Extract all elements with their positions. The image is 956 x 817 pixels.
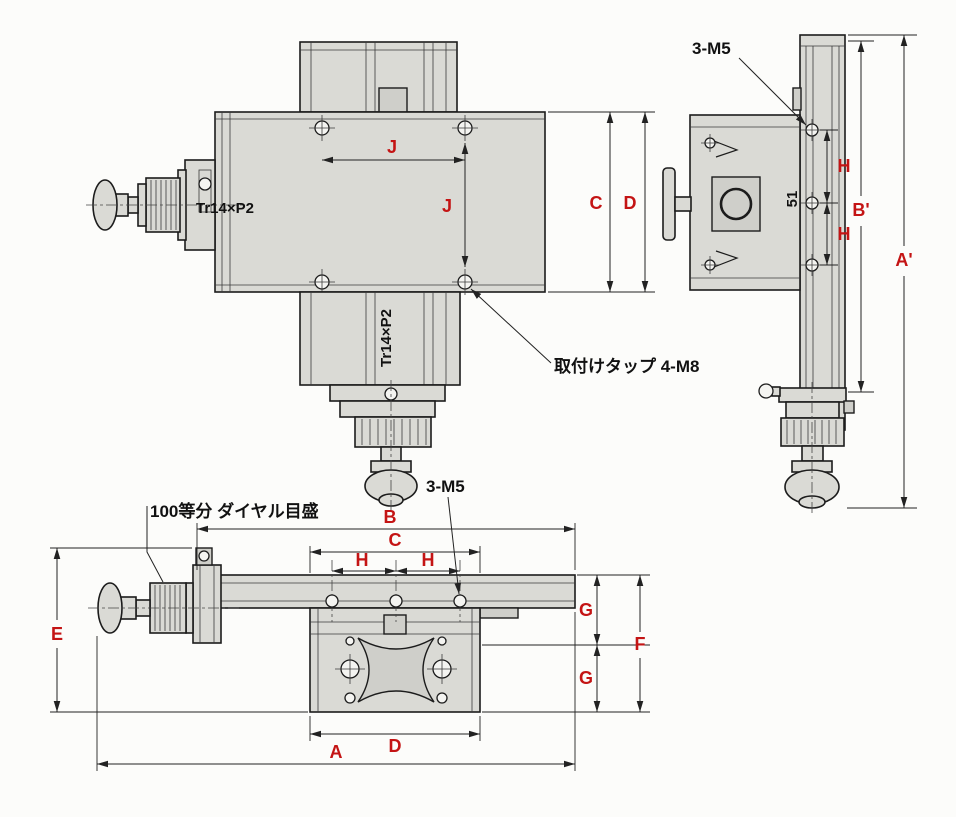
dim-label-d-front: D [389,736,402,756]
surface-bolt-holes [325,560,467,622]
dim-label-h-upper: H [838,156,851,176]
dim-label-h-left: H [356,550,369,570]
bolt-hole [801,119,823,141]
left-crank-assembly [86,159,243,251]
dim-label-d-top: D [624,193,637,213]
bolt-hole [427,654,457,684]
dim-label-c-top: C [590,193,603,213]
dimensions-side-view: H H B' A' [820,34,917,509]
gib-block [383,614,407,635]
break-mark [713,140,739,158]
label-3-m5-front: 3-M5 [426,477,465,496]
label-dial-scale: 100等分 ダイヤル目盛 [150,501,319,521]
dim-label-h-right: H [422,550,435,570]
front-view: 3-M5 100等分 ダイヤル目盛 B C H H E [50,477,650,771]
nut-boss [711,176,761,232]
bolt-hole [801,192,823,214]
mount-tap-callout: 取付けタップ 4-M8 [470,288,699,376]
base-block [309,607,481,713]
lower-crank-assembly [329,380,446,512]
nut-plate [357,637,435,703]
dial-drum [354,416,432,448]
break-mark [713,250,739,268]
slide-tab [378,87,408,113]
label-spacing-51: 51 [784,191,801,208]
dimensions-top-view: J J C D [322,111,655,293]
dim-label-j-vertical: J [442,196,452,216]
dial-scale-callout: 100等分 ダイヤル目盛 [146,501,319,583]
bolt-hole [335,654,365,684]
dim-label-c-front: C [389,530,402,550]
front-crank-assembly [88,582,240,634]
m5-callout-front: 3-M5 [426,477,465,595]
clamp-screw [758,383,774,399]
dimensions-front-view: B C H H E A D G [50,507,650,771]
label-leadscrew-spec-vertical: Tr14×P2 [378,309,395,367]
side-view: 51 [662,34,917,514]
upper-slide [299,41,458,113]
dim-label-h-lower: H [838,224,851,244]
label-mount-tap: 取付けタップ 4-M8 [554,356,699,376]
bolt-hole [801,254,823,276]
dim-label-a: A [330,742,343,762]
bolt-hole [701,134,719,152]
dial-drum [780,417,845,447]
bolt-hole [701,256,719,274]
clamp-lever [662,167,692,241]
dim-label-g-lower: G [579,668,593,688]
handle-shaft [801,445,824,462]
m5-callout-side: 3-M5 [692,39,807,126]
bolt-hole [452,269,478,295]
oil-hole [198,177,212,191]
lower-slide: Tr14×P2 [299,291,461,386]
dim-label-j-horizontal: J [387,137,397,157]
dim-label-e: E [51,624,63,644]
saddle-block: 51 [689,114,823,291]
dim-label-b: B [384,507,397,527]
dim-label-b-prime: B' [852,200,869,220]
bolt-hole [452,115,478,141]
front-left-bracket [192,547,222,644]
top-view: Tr14×P2 Tr14×P2 [86,41,699,512]
label-leadscrew-spec: Tr14×P2 [196,200,254,217]
bolt-hole [309,115,335,141]
bolt-hole [309,269,335,295]
side-crank-assembly [758,382,855,514]
dim-label-a-prime: A' [895,250,912,270]
label-3-m5-side: 3-M5 [692,39,731,58]
screw-bore [719,187,753,221]
clamp-screw [198,550,210,562]
dim-label-f: F [635,634,646,654]
main-table [214,111,546,295]
dim-label-g-upper: G [579,600,593,620]
